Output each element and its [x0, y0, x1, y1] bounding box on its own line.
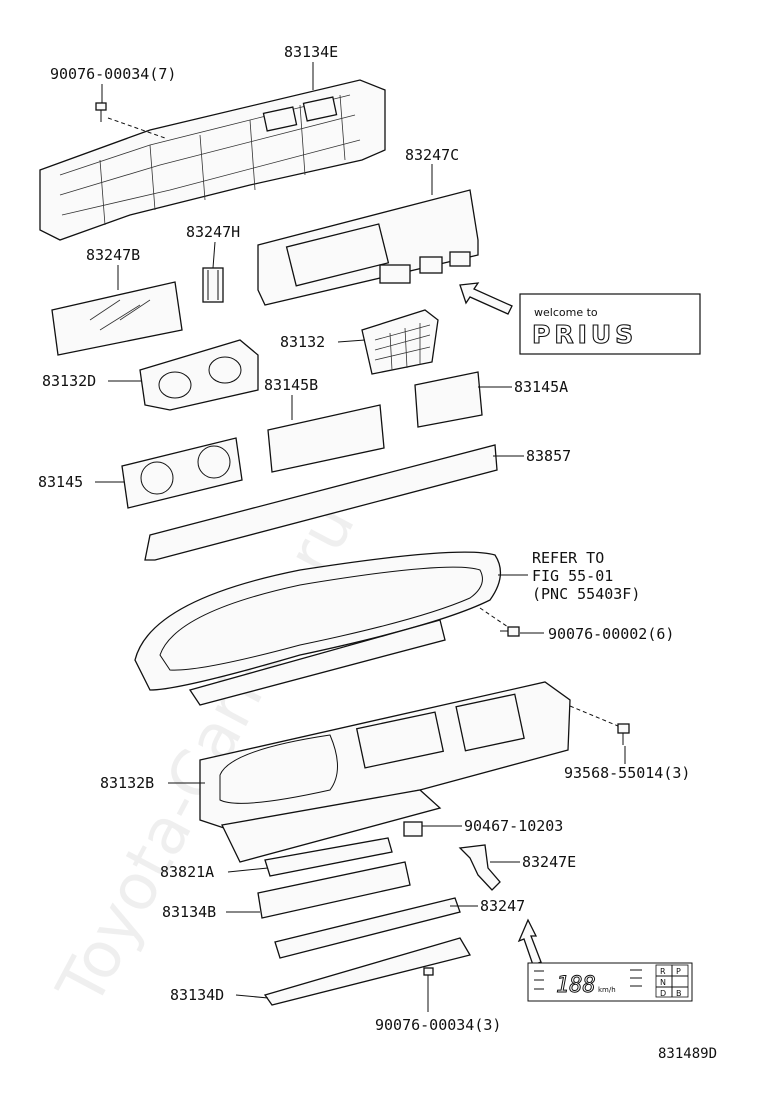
- leader-screw-93568: [569, 705, 619, 727]
- label-93568-55014-3: 93568-55014(3): [564, 764, 690, 782]
- label-83132B: 83132B: [100, 774, 154, 792]
- part-83247-board: [274, 897, 461, 959]
- screw-icon: [423, 967, 434, 990]
- label-83145: 83145: [38, 473, 83, 491]
- label-90467-10203: 90467-10203: [464, 817, 563, 835]
- gear-d: D: [660, 989, 666, 998]
- welcome-line1: welcome to: [534, 306, 598, 319]
- lower-bracket: [221, 789, 442, 863]
- label-83247: 83247: [480, 897, 525, 915]
- part-83134D-cover: [263, 937, 471, 1006]
- label-90076-00034-3: 90076-00034(3): [375, 1016, 501, 1034]
- refer-line3: (PNC 55403F): [532, 585, 640, 603]
- part-83247H-connector: [202, 267, 224, 303]
- label-83821A: 83821A: [160, 863, 214, 881]
- screw-icon: [500, 626, 520, 637]
- part-83247C-board: [257, 189, 479, 306]
- label-83132D: 83132D: [42, 372, 96, 390]
- part-83145A-plate: [414, 371, 483, 428]
- part-83134E-frame: [39, 79, 386, 241]
- gear-n: N: [660, 978, 666, 987]
- label-90076-00034-7: 90076-00034(7): [50, 65, 176, 83]
- part-83132-grid: [361, 309, 439, 375]
- welcome-line2: PRIUS: [532, 320, 637, 349]
- label-83145B: 83145B: [264, 376, 318, 394]
- display-unit: km/h: [598, 986, 616, 994]
- screw-icon: [617, 723, 630, 745]
- part-83821A: [264, 837, 393, 877]
- clip-90467: [403, 821, 423, 837]
- housing-ring: [134, 551, 502, 706]
- label-83134B: 83134B: [162, 903, 216, 921]
- part-83247B-board: [51, 281, 183, 356]
- label-83247B: 83247B: [86, 246, 140, 264]
- label-83247H: 83247H: [186, 223, 240, 241]
- refer-line1: REFER TO: [532, 549, 604, 567]
- label-83247C: 83247C: [405, 146, 459, 164]
- part-83145-dial-plate: [121, 437, 243, 509]
- refer-line2: FIG 55-01: [532, 567, 613, 585]
- part-83857-strip: [144, 444, 498, 561]
- label-83132: 83132: [280, 333, 325, 351]
- part-83132D-bracket: [139, 339, 259, 411]
- label-83145A: 83145A: [514, 378, 568, 396]
- leader-screw-90076-00002: [479, 607, 509, 628]
- label-83134D: 83134D: [170, 986, 224, 1004]
- label-90076-00002-6: 90076-00002(6): [548, 625, 674, 643]
- label-83134E: 83134E: [284, 43, 338, 61]
- part-83132B-body: [199, 681, 571, 831]
- arrow-icon: [459, 282, 513, 315]
- part-83247E-cable: [458, 844, 501, 891]
- diagram-id: 831489D: [658, 1046, 717, 1062]
- screw-icon: [95, 102, 107, 122]
- gear-b: B: [676, 989, 682, 998]
- leader-screw-top: [107, 117, 166, 139]
- label-83247E: 83247E: [522, 853, 576, 871]
- arrow-icon: [517, 918, 542, 966]
- display-inset: 188 km/h R P N D B: [527, 962, 693, 1002]
- display-digits: 188: [556, 973, 596, 998]
- gear-p: P: [676, 967, 681, 976]
- welcome-panel: welcome to PRIUS: [519, 293, 701, 355]
- part-83145B-module: [267, 404, 385, 473]
- part-83134B: [257, 861, 411, 919]
- leader-lines: [95, 62, 626, 1012]
- gear-r: R: [660, 967, 666, 976]
- label-83857: 83857: [526, 447, 571, 465]
